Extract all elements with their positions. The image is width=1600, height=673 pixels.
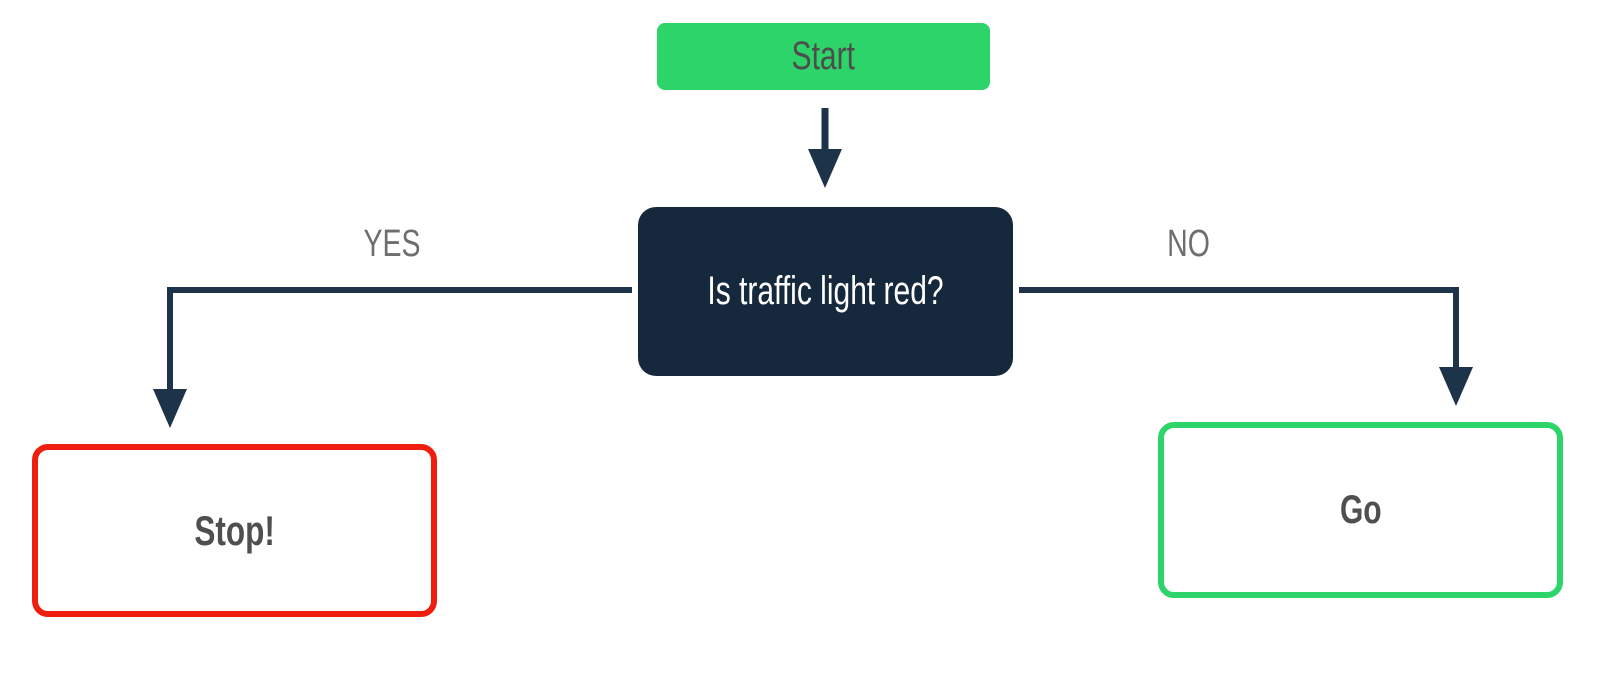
- node-go: Go: [1158, 422, 1563, 598]
- node-start: Start: [657, 23, 990, 90]
- node-stop-label: Stop!: [194, 506, 275, 554]
- edge-label-no-text: NO: [1166, 223, 1210, 265]
- arrowhead-down-icon: [153, 389, 187, 428]
- node-start-label: Start: [791, 34, 856, 78]
- edge-start-to-decision: [808, 108, 842, 188]
- node-decision-label: Is traffic light red?: [707, 269, 944, 313]
- edge-yes-line: [167, 287, 632, 391]
- edge-yes: [153, 287, 632, 428]
- edge-label-yes: YES: [292, 222, 492, 266]
- arrowhead-down-icon: [808, 149, 842, 188]
- edge-no-line: [1019, 287, 1459, 369]
- edge-no: [1019, 287, 1473, 406]
- edge-label-no: NO: [1088, 222, 1288, 266]
- node-go-label: Go: [1339, 487, 1382, 532]
- node-decision: Is traffic light red?: [638, 207, 1013, 376]
- node-stop: Stop!: [32, 444, 437, 617]
- arrowhead-down-icon: [1439, 367, 1473, 406]
- edge-label-yes-text: YES: [363, 223, 421, 265]
